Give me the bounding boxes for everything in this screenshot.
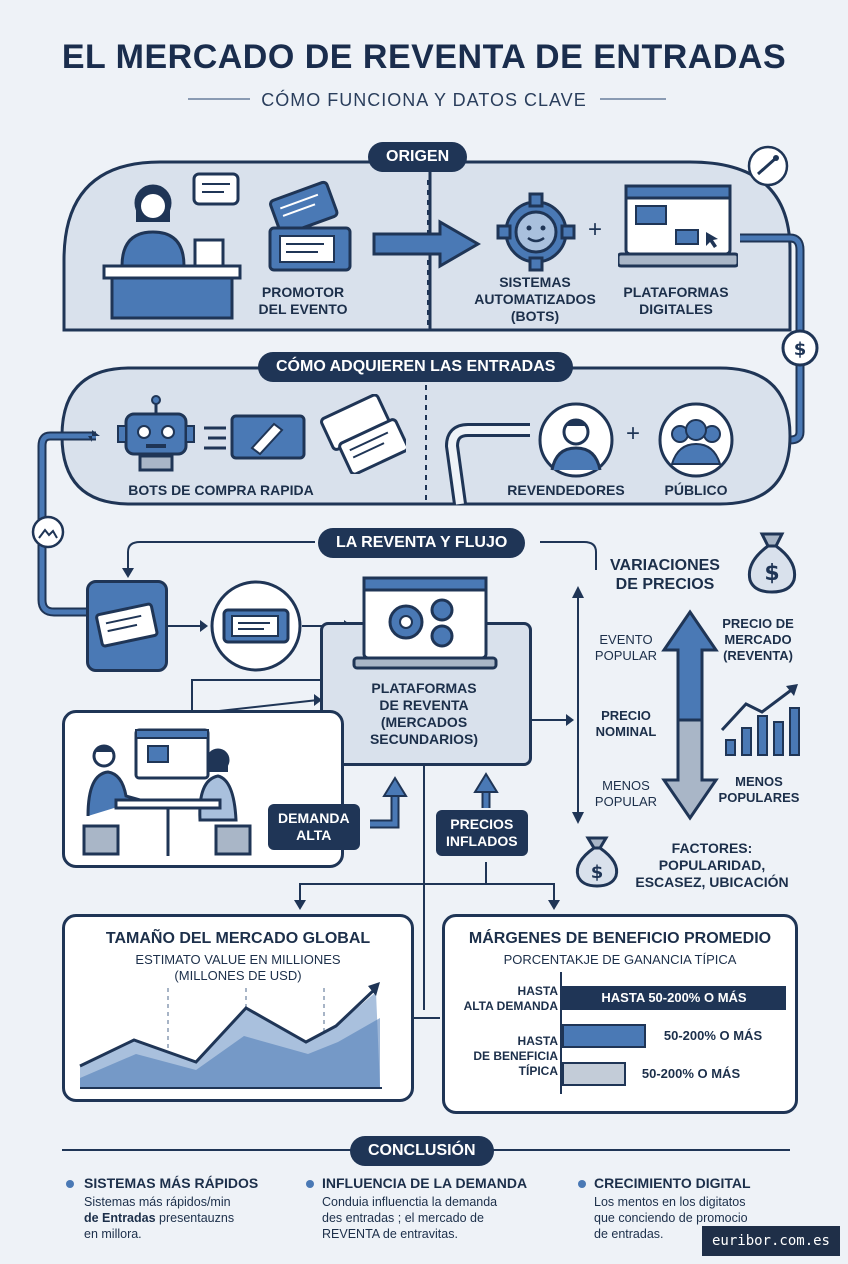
demanda-alta-tag: DEMANDA ALTA xyxy=(268,804,360,850)
people-table-illustration xyxy=(82,728,252,856)
laptop-icon xyxy=(618,184,738,268)
conclusion-text-1a: Sistemas más rápidos/min xyxy=(84,1195,231,1209)
conclusion-text-3: Los mentos en los digitatos que conciend… xyxy=(594,1194,804,1242)
margin-bar-2-text: 50-200% O MÁS xyxy=(663,1028,763,1043)
subtitle-line-left xyxy=(188,98,250,100)
margin-bar-3-text: 50-200% O MÁS xyxy=(641,1066,741,1081)
dollar-coin-icon: $ xyxy=(781,329,819,367)
public-group-icon xyxy=(658,402,734,478)
resale-platform-label: PLATAFORMAS DE REVENTA (MERCADOS SECUNDA… xyxy=(369,680,479,747)
conclusion-bullet-2 xyxy=(306,1180,314,1188)
margin-row-label-2: HASTA DE BENEFICIA TÍPICA xyxy=(473,1034,558,1078)
conclusion-text-1d: en millora. xyxy=(84,1227,142,1241)
tag-icon xyxy=(747,145,789,187)
margenes-subtitle: PORCENTAKJE DE GANANCIA TÍPICA xyxy=(503,952,737,967)
svg-text:$: $ xyxy=(764,561,779,586)
conclusion-text-2: Conduia influenctia la demanda des entra… xyxy=(322,1194,552,1242)
ticket-circle-icon xyxy=(210,580,302,672)
origen-pill: ORIGEN xyxy=(368,142,468,172)
page-subtitle: CÓMO FUNCIONA Y DATOS CLAVE xyxy=(261,90,587,110)
conclusion-heading-2: INFLUENCIA DE LA DEMANDA xyxy=(322,1175,528,1191)
price-down-arrow xyxy=(661,718,719,821)
gear-icon xyxy=(496,192,576,272)
margin-bar-1-text: HASTA 50-200% O MÁS xyxy=(601,990,747,1005)
menos-populares-label: MENOS POPULARES xyxy=(718,774,800,805)
reventa-pill: LA REVENTA Y FLUJO xyxy=(318,528,526,558)
variaciones-title: VARIACIONES DE PRECIOS xyxy=(610,557,720,593)
conclusion-text-2c: REVENTA de entravitas. xyxy=(322,1227,458,1241)
publico-label: PÚBLICO xyxy=(664,482,728,498)
tickets-icon xyxy=(268,180,352,272)
bots-label: BOTS DE COMPRA RAPIDA xyxy=(128,482,314,498)
sistemas-label: SISTEMAS AUTOMATIZADOS (BOTS) xyxy=(474,274,596,324)
menos-popular-label: MENOS POPULAR xyxy=(594,778,658,809)
watermark-link[interactable]: euribor.com.es xyxy=(701,1226,840,1256)
adquieren-pill: CÓMO ADQUIEREN LAS ENTRADAS xyxy=(258,352,574,382)
conclusion-heading-1: SISTEMAS MÁS RÁPIDOS xyxy=(84,1175,259,1191)
conclusion-text-1-line2: de Entradas presentauzns xyxy=(84,1210,294,1226)
margin-bar-3 xyxy=(562,1062,626,1086)
revendedores-label: REVENDEDORES xyxy=(507,482,625,498)
conclusion-text-2b: des entradas ; el mercado de xyxy=(322,1211,484,1225)
precio-mercado-label: PRECIO DE MERCADO (REVENTA) xyxy=(722,616,794,663)
conclusion-text-3b: que conciendo de promocio xyxy=(594,1211,748,1225)
conclusion-bullet-3 xyxy=(578,1180,586,1188)
robot-icon xyxy=(117,395,195,472)
conclusion-pill: CONCLUSIÓN xyxy=(350,1136,494,1166)
svg-text:$: $ xyxy=(794,339,807,360)
price-up-arrow xyxy=(661,609,719,722)
conclusion-text-1: Sistemas más rápidos/min de Entradas pre… xyxy=(84,1194,294,1242)
reseller-avatar-icon xyxy=(538,402,614,478)
image-icon xyxy=(31,515,65,549)
svg-text:$: $ xyxy=(591,862,604,883)
promotor-illustration xyxy=(102,172,242,320)
conclusion-text-1b: de Entradas xyxy=(84,1211,156,1225)
conclusion-heading-3: CRECIMIENTO DIGITAL xyxy=(594,1175,751,1191)
plataformas-label: PLATAFORMAS DIGITALES xyxy=(623,284,729,317)
plus-icon: + xyxy=(588,216,603,243)
mini-bar-chart xyxy=(720,684,800,756)
margin-bar-1 xyxy=(562,986,786,1010)
origen-arrow xyxy=(372,219,481,269)
conclusion-bullet-1 xyxy=(66,1180,74,1188)
market-area-chart xyxy=(79,982,382,1089)
margin-row-label-1: HASTA ALTA DEMANDA xyxy=(463,984,558,1013)
margin-bar-2 xyxy=(562,1024,646,1048)
margenes-title: MÁRGENES DE BENEFICIO PROMEDIO xyxy=(468,930,772,947)
fast-ticket-icon xyxy=(204,414,306,460)
conclusion-text-3c: de entradas. xyxy=(594,1227,664,1241)
resale-laptop-icon xyxy=(352,576,498,670)
subtitle-line-right xyxy=(600,98,666,100)
mercado-global-title: TAMAÑO DEL MERCADO GLOBAL xyxy=(105,930,371,947)
conclusion-text-2a: Conduia influenctia la demanda xyxy=(322,1195,498,1209)
conclusion-text-1c: presentauzns xyxy=(155,1211,235,1225)
money-bag-icon: $ xyxy=(747,532,797,594)
mercado-global-subtitle: ESTIMATO VALUE EN MILLIONES (MILLONES DE… xyxy=(135,952,341,983)
ticket-card-icon xyxy=(86,580,168,672)
factores-label: FACTORES: POPULARIDAD, ESCASEZ, UBICACIÓ… xyxy=(635,840,789,890)
page-title: EL MERCADO DE REVENTA DE ENTRADAS xyxy=(61,38,787,76)
promotor-label: PROMOTOR DEL EVENTO xyxy=(258,284,348,317)
tickets-stack-icon xyxy=(320,394,406,474)
money-bag-small-icon: $ xyxy=(575,836,619,888)
conclusion-text-3a: Los mentos en los digitatos xyxy=(594,1195,746,1209)
margenes-axis xyxy=(560,972,562,1094)
plus-icon-2: + xyxy=(626,420,641,447)
evento-popular-label: EVENTO POPULAR xyxy=(594,632,658,663)
precios-inflados-tag: PRECIOS INFLADOS xyxy=(436,810,528,856)
precio-nominal-label: PRECIO NOMINAL xyxy=(595,708,657,739)
